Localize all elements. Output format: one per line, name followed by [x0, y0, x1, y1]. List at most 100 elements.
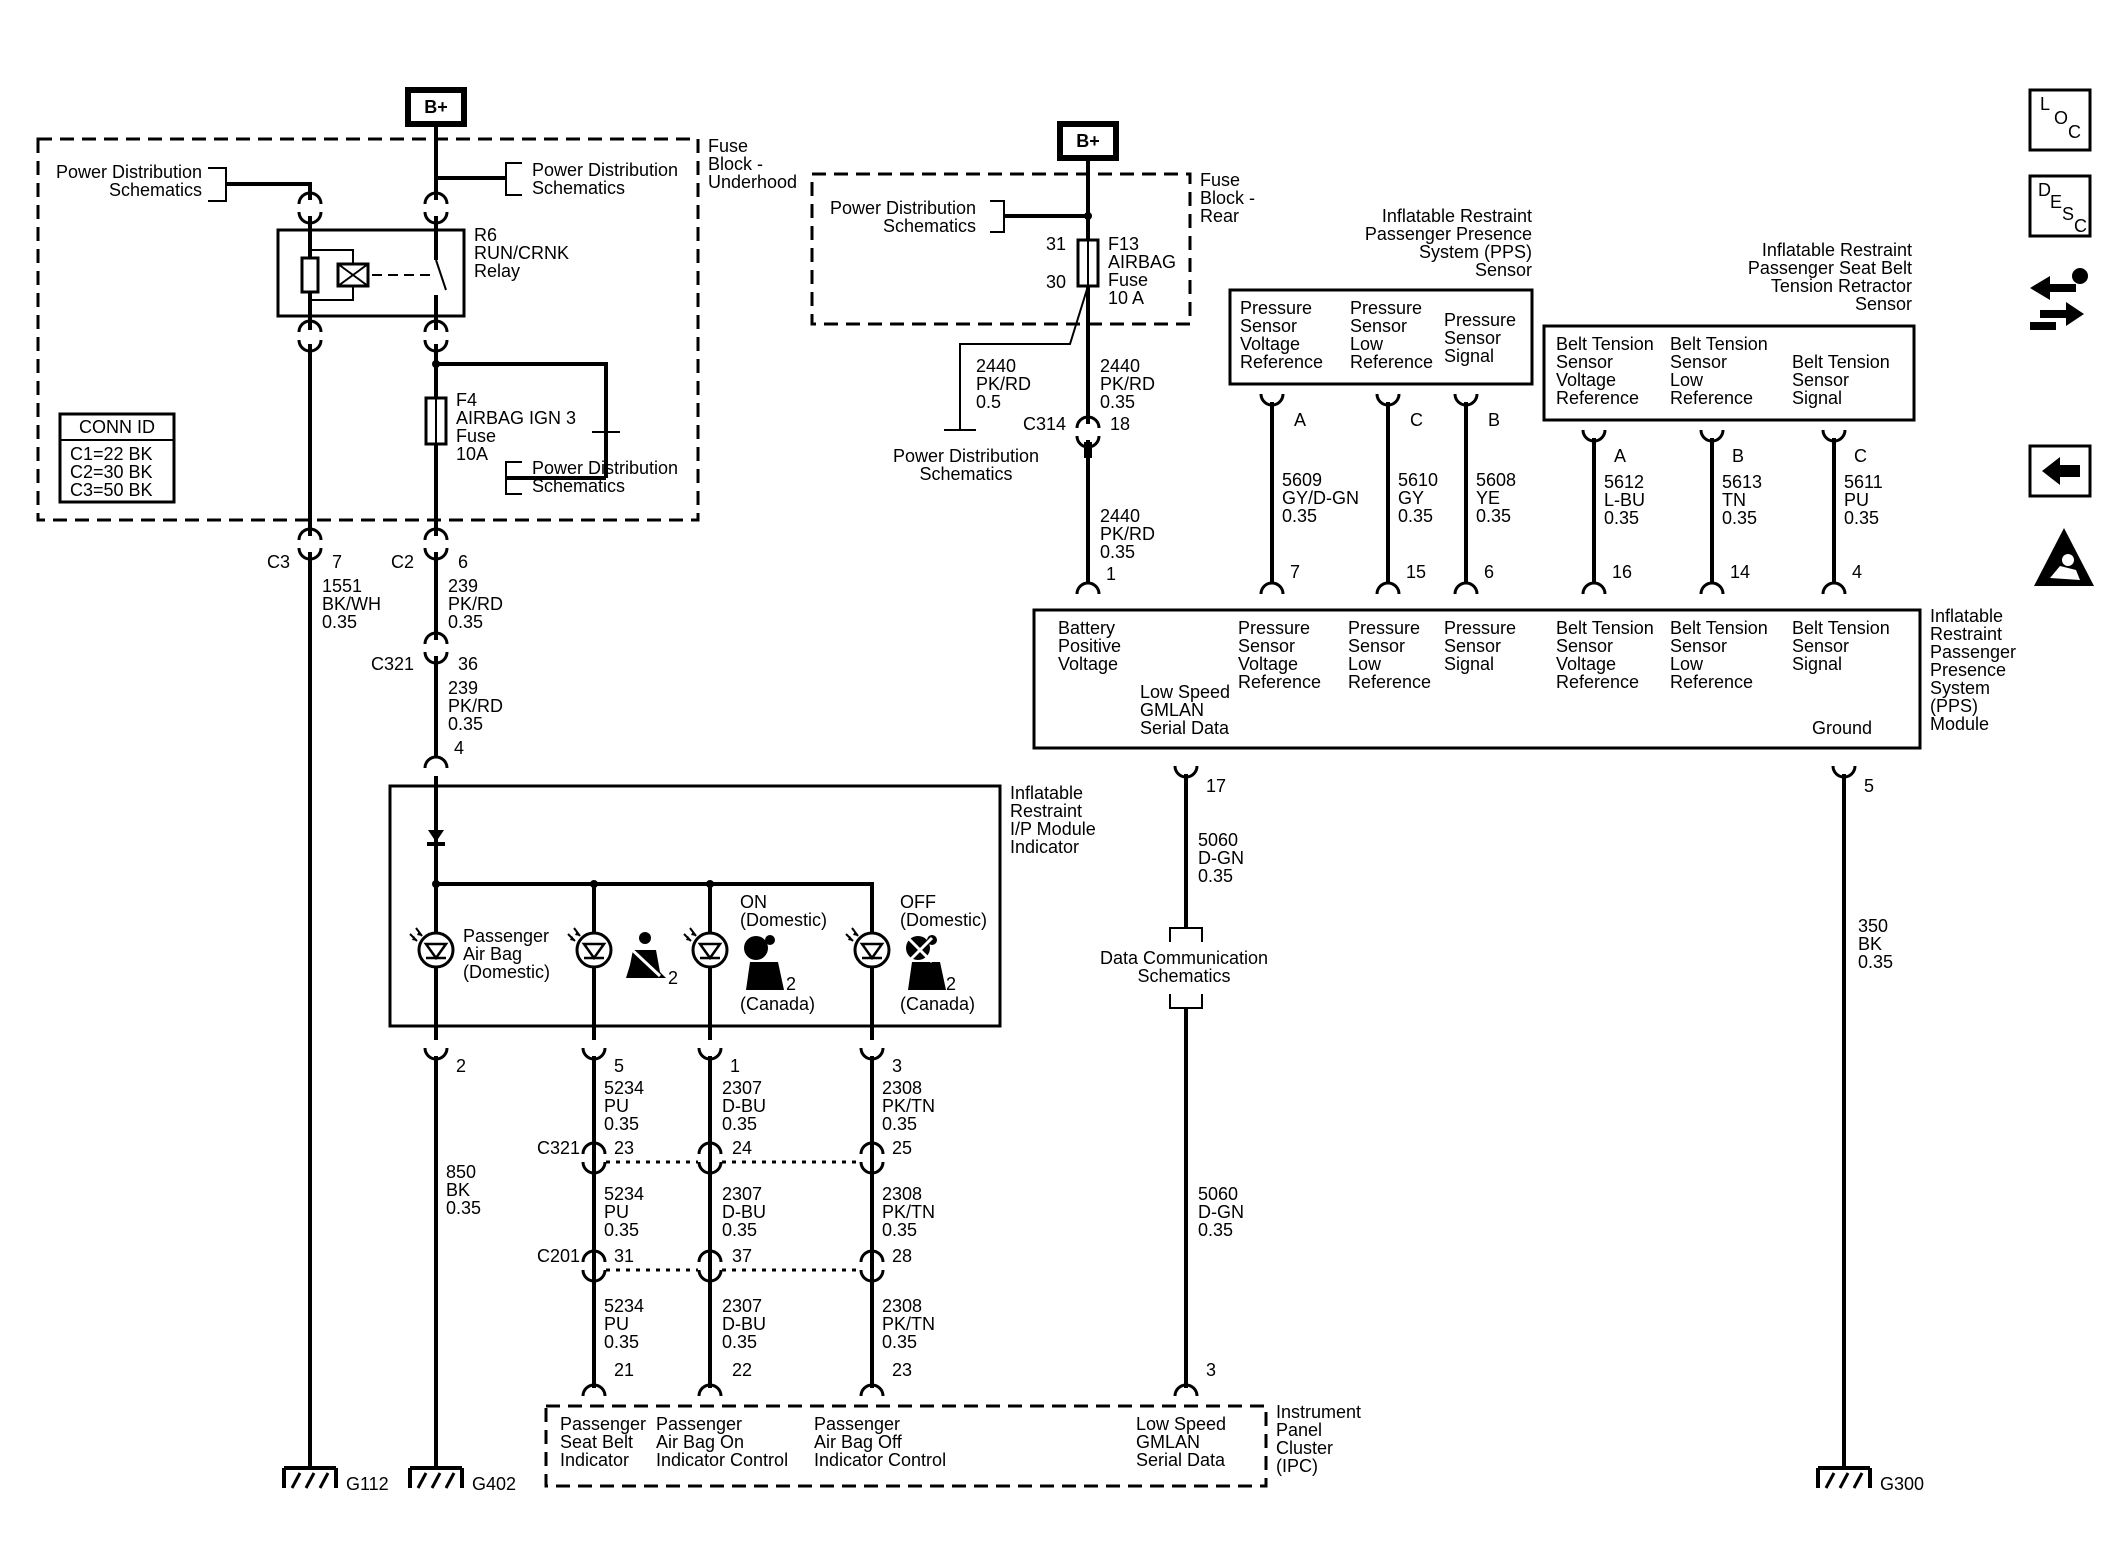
svg-text:Sensor: Sensor [1556, 352, 1613, 372]
svg-text:Air Bag Off: Air Bag Off [814, 1432, 903, 1452]
svg-text:0.35: 0.35 [1604, 508, 1639, 528]
svg-text:(Domestic): (Domestic) [900, 910, 987, 930]
svg-text:Signal: Signal [1792, 654, 1842, 674]
svg-text:PU: PU [1844, 490, 1869, 510]
svg-text:5060: 5060 [1198, 1184, 1238, 1204]
svg-text:Reference: Reference [1670, 388, 1753, 408]
svg-text:0.35: 0.35 [448, 612, 483, 632]
svg-text:C: C [1410, 410, 1423, 430]
svg-text:G112: G112 [346, 1474, 389, 1494]
connector-c2-label: C2 [391, 552, 414, 572]
svg-text:0.35: 0.35 [882, 1332, 917, 1352]
belt-sensor-col-signal: Belt Tension Sensor Signal [1792, 352, 1890, 408]
wire-239-a-label: 239 PK/RD 0.35 [448, 576, 503, 632]
location-icon-button[interactable]: L O C [2028, 88, 2092, 152]
svg-text:(Domestic): (Domestic) [740, 910, 827, 930]
svg-text:Indicator Control: Indicator Control [814, 1450, 946, 1470]
svg-text:0.35: 0.35 [604, 1332, 639, 1352]
svg-text:Pressure: Pressure [1240, 298, 1312, 318]
svg-text:F13: F13 [1108, 234, 1139, 254]
svg-text:4: 4 [1852, 562, 1862, 582]
svg-text:Reference: Reference [1348, 672, 1431, 692]
svg-text:C321: C321 [537, 1138, 580, 1158]
power-distribution-ref-left[interactable]: Power Distribution Schematics [56, 162, 312, 202]
svg-text:2307: 2307 [722, 1296, 762, 1316]
svg-text:Module: Module [1930, 714, 1989, 734]
svg-text:Rear: Rear [1200, 206, 1239, 226]
svg-text:PK/TN: PK/TN [882, 1202, 935, 1222]
svg-text:G402: G402 [472, 1474, 516, 1494]
svg-text:Tension Retractor: Tension Retractor [1771, 276, 1912, 296]
ipc-gmlan-serial-data: Low Speed GMLAN Serial Data [1136, 1414, 1226, 1470]
pps-module-pressure-low-ref: Pressure Sensor Low Reference [1348, 618, 1431, 692]
svg-text:Belt Tension: Belt Tension [1792, 618, 1890, 638]
svg-text:5234: 5234 [604, 1296, 644, 1316]
svg-text:Sensor: Sensor [1350, 316, 1407, 336]
svg-text:2440: 2440 [976, 356, 1016, 376]
fuse-f13-pin-30: 30 [1046, 272, 1066, 292]
svg-text:B: B [1732, 446, 1744, 466]
svg-text:Reference: Reference [1238, 672, 1321, 692]
svg-text:15: 15 [1406, 562, 1426, 582]
indicator-wire-labels-seg2: 5234 PU 0.35 2307 D-BU 0.35 2308 PK/TN 0… [604, 1184, 935, 1240]
svg-text:C1=22 BK: C1=22 BK [70, 444, 153, 464]
svg-text:AIRBAG: AIRBAG [1108, 252, 1176, 272]
svg-text:ON: ON [740, 892, 767, 912]
power-distribution-ref-top[interactable]: Power Distribution Schematics [436, 160, 678, 198]
svg-text:Block -: Block - [708, 154, 763, 174]
svg-text:Voltage: Voltage [1238, 654, 1298, 674]
svg-text:Voltage: Voltage [1058, 654, 1118, 674]
svg-text:L: L [2040, 94, 2050, 114]
data-communication-ref[interactable]: Data Communication Schematics [1100, 927, 1268, 1009]
bplus-supply-left: B+ [405, 87, 467, 127]
svg-text:Restraint: Restraint [1010, 801, 1082, 821]
svg-text:2307: 2307 [722, 1078, 762, 1098]
svg-text:Inflatable: Inflatable [1010, 783, 1083, 803]
power-distribution-ref-bottom[interactable]: Power Distribution Schematics [505, 431, 678, 496]
svg-text:CONN ID: CONN ID [79, 417, 155, 437]
svg-text:(PPS): (PPS) [1930, 696, 1978, 716]
bplus-supply-right: B+ [1057, 121, 1119, 161]
fuse-f13-label: F13 AIRBAG Fuse 10 A [1108, 234, 1176, 308]
svg-text:0.35: 0.35 [1100, 392, 1135, 412]
svg-text:Reference: Reference [1350, 352, 1433, 372]
svg-text:10A: 10A [456, 444, 488, 464]
svg-text:GMLAN: GMLAN [1140, 700, 1204, 720]
svg-text:Pressure: Pressure [1238, 618, 1310, 638]
svg-text:Passenger: Passenger [1930, 642, 2016, 662]
svg-text:Voltage: Voltage [1556, 654, 1616, 674]
svg-text:C: C [2074, 216, 2087, 236]
svg-text:BK: BK [1858, 934, 1882, 954]
svg-text:Schematics: Schematics [532, 476, 625, 496]
passenger-airbag-label: Passenger Air Bag (Domestic) [463, 926, 550, 982]
pps-module-pressure-signal: Pressure Sensor Signal [1444, 618, 1516, 674]
svg-text:Sensor: Sensor [1670, 636, 1727, 656]
power-distribution-ref-rear-2[interactable]: Power Distribution Schematics [893, 429, 1039, 484]
pps-module-pressure-voltage-ref: Pressure Sensor Voltage Reference [1238, 618, 1321, 692]
ipc-seat-belt-indicator: Passenger Seat Belt Indicator [560, 1414, 646, 1470]
svg-text:Fuse: Fuse [1108, 270, 1148, 290]
airbag-on-icon: 2 [744, 935, 796, 994]
connector-c321-left-label: C321 [371, 654, 414, 674]
svg-text:0.35: 0.35 [448, 714, 483, 734]
safety-warning-icon-button[interactable] [2034, 528, 2094, 586]
description-icon-button[interactable]: D E S C [2028, 174, 2092, 238]
svg-text:C: C [2068, 122, 2081, 142]
svg-text:Belt Tension: Belt Tension [1670, 334, 1768, 354]
fuse-f4-label: F4 AIRBAG IGN 3 Fuse 10A [456, 390, 576, 464]
svg-text:7: 7 [1290, 562, 1300, 582]
svg-text:PU: PU [604, 1314, 629, 1334]
back-arrow-icon-button[interactable] [2028, 444, 2092, 498]
svg-text:0.35: 0.35 [1476, 506, 1511, 526]
pps-sensor-wires: A C B 5609 GY/D-GN 0.35 5610 GY 0.35 560… [1259, 392, 1516, 596]
connector-c314-label: C314 [1023, 414, 1066, 434]
svg-text:BK: BK [446, 1180, 470, 1200]
svg-text:5060: 5060 [1198, 830, 1238, 850]
svg-text:C2=30 BK: C2=30 BK [70, 462, 153, 482]
svg-text:GY: GY [1398, 488, 1424, 508]
power-distribution-ref-rear[interactable]: Power Distribution Schematics [830, 198, 1088, 236]
svg-text:Pressure: Pressure [1350, 298, 1422, 318]
svg-text:YE: YE [1476, 488, 1500, 508]
svg-text:Reference: Reference [1556, 388, 1639, 408]
diagnostic-tools-icon-button[interactable] [2030, 268, 2088, 330]
